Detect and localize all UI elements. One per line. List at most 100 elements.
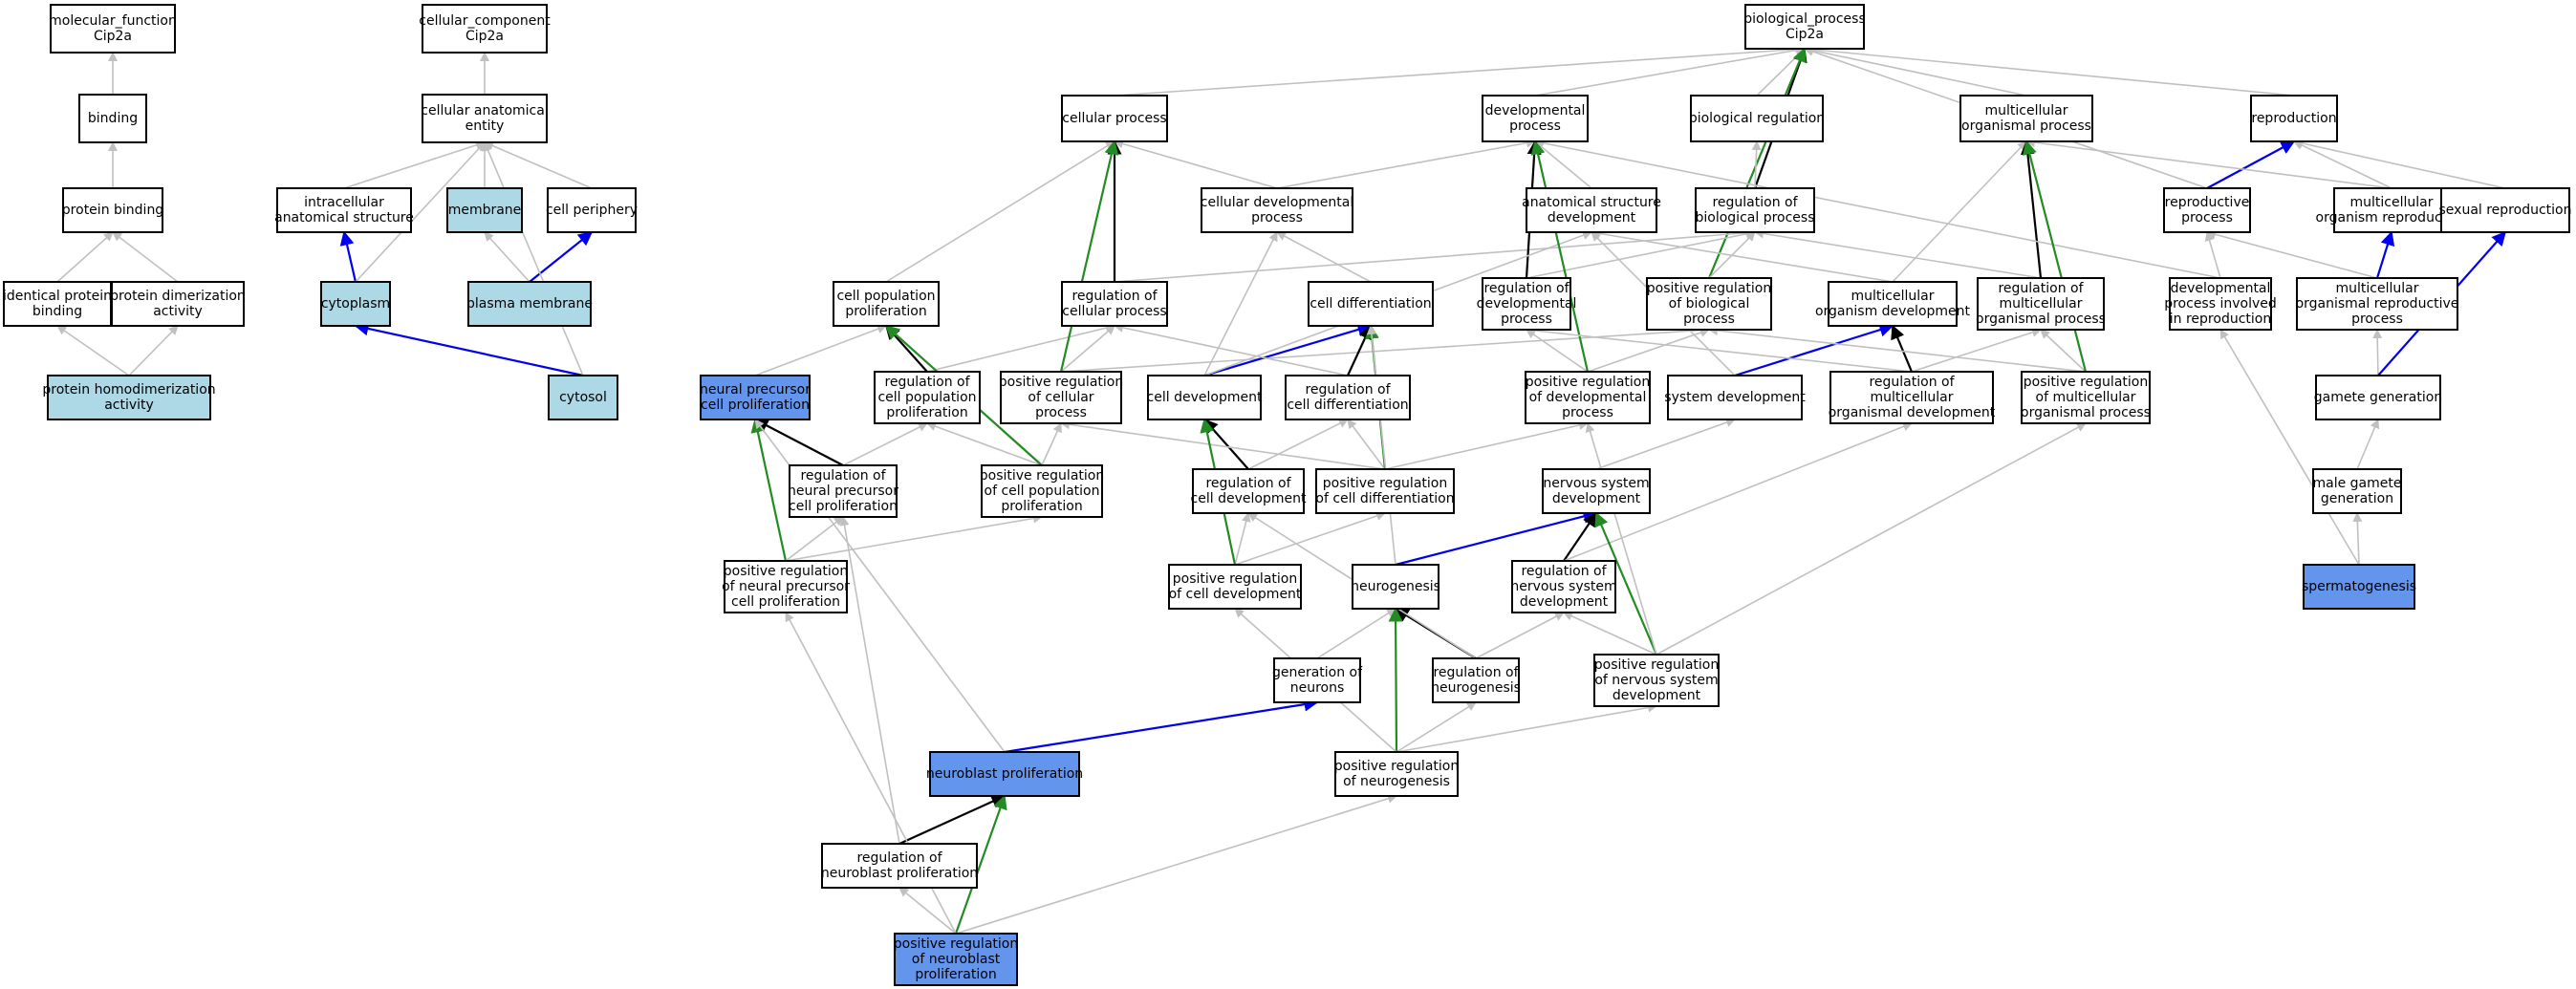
node-box [981,464,1103,518]
node-box [111,281,245,327]
node-label: regulation of [1433,665,1519,680]
node-cytoplasm[interactable]: cytoplasm [320,281,391,327]
edge-regneurog-to-regnsd [1475,612,1565,659]
node-label: cell periphery [546,203,638,218]
node-box [1482,277,1571,331]
node-pbind[interactable]: protein binding [62,187,163,233]
node-label: regulation of [856,850,942,866]
node-binding[interactable]: binding [78,94,147,143]
node-box [1192,468,1305,514]
node-label: anatomical structure [274,210,414,226]
node-box [1959,95,2093,142]
node-spermato[interactable]: spermatogenesis [2302,564,2416,610]
node-sexrep[interactable]: sexual reproduction [2439,187,2572,233]
node-celldiff[interactable]: cell differentiation [1308,281,1434,327]
node-neurogen[interactable]: neurogenesis [1351,564,1440,610]
node-box [47,375,211,420]
edge-celldev-to-celldevproc [1203,231,1278,376]
edge-pmem-to-cperiph [529,231,594,283]
node-sysdev[interactable]: system development [1664,375,1806,420]
edge-regnpcp-to-regcpp [842,422,928,466]
node-label: anatomical structure [1522,195,1661,210]
edge-mcorep-to-repro [2293,140,2392,189]
node-label: cellular process [1062,304,1166,319]
edge-regcd-to-celldiff [1347,324,1373,376]
node-box [1334,751,1459,797]
node-cellproc[interactable]: cellular process [1061,95,1168,142]
node-pmem[interactable]: plasma membrane [466,281,593,327]
node-gamgen[interactable]: gamete generation [2314,375,2442,420]
edge-reproproc-to-repro [2206,140,2296,189]
node-label: sexual reproduction [2439,203,2572,218]
node-label: plasma membrane [466,296,593,312]
node-membrane[interactable]: membrane [446,187,523,233]
edge-malegam-to-gamgen [2356,419,2380,470]
node-label: organismal reproductive [2296,296,2459,312]
edge-posregneurobl-to-posregneurog [955,793,1397,935]
edge-posregnsd-to-posregmop [1656,422,2087,656]
node-box [1285,375,1411,420]
node-label: membrane [448,203,522,218]
node-box [2169,277,2272,331]
node-neurobl[interactable]: neuroblast proliferation [926,751,1083,797]
node-repro[interactable]: reproduction [2250,95,2338,142]
edge-regmop-to-regbp [1754,228,2042,279]
node-cperiph[interactable]: cell periphery [546,187,638,233]
node-label: positive regulation [1323,476,1447,491]
node-bioreg[interactable]: biological regulation [1689,95,1825,142]
edge-regcpp-to-regcp [926,323,1115,373]
edge-regbp-to-bioreg [1751,140,1762,189]
node-label: organismal process [1976,312,2106,327]
node-celldev[interactable]: cell development [1147,375,1263,420]
node-label: organism reproduction [2316,210,2468,226]
edge-posregneurobl-to-neurobl [954,794,1007,935]
node-cytosol[interactable]: cytosol [548,375,618,420]
node-label: cytoplasm [321,296,390,312]
